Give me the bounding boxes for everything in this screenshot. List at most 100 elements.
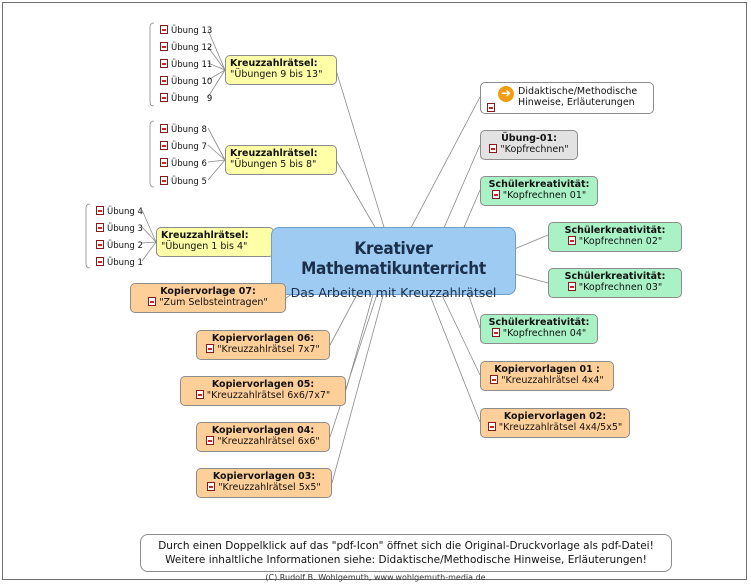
node-kopiervorlagen-01[interactable]: Kopiervorlagen 01 : "Kreuzzahlrätsel 4x4… bbox=[480, 361, 614, 391]
pdf-icon[interactable] bbox=[206, 344, 215, 353]
leaf-label: Übung 3 bbox=[107, 224, 143, 234]
pdf-icon[interactable] bbox=[160, 59, 168, 68]
node-subtitle: "Kopfrechnen" bbox=[500, 144, 569, 155]
node-subtitle: "Kreuzzahlrätsel 6x6" bbox=[217, 436, 320, 447]
pdf-icon[interactable] bbox=[160, 158, 168, 167]
node-title: Kopiervorlage 07: bbox=[160, 286, 256, 297]
leaf-item[interactable]: Übung 1 bbox=[96, 257, 143, 268]
didactic-line1: Didaktische/Methodische bbox=[518, 86, 638, 97]
pdf-icon[interactable] bbox=[487, 422, 496, 431]
node-title: Kopiervorlagen 04: bbox=[211, 425, 315, 436]
didactic-notes-node[interactable]: ➜ Didaktische/Methodische Hinweise, Erlä… bbox=[480, 82, 654, 114]
leaf-label: Übung 11 bbox=[171, 60, 213, 70]
leaf-label: Übung 5 bbox=[171, 177, 207, 187]
pdf-icon[interactable] bbox=[567, 282, 576, 291]
didactic-line2: Hinweise, Erläuterungen bbox=[518, 97, 635, 108]
node-subtitle: "Kreuzzahlrätsel 7x7" bbox=[217, 344, 320, 355]
leaf-item[interactable]: Übung 3 bbox=[96, 223, 143, 234]
info-note-line2: Weitere inhaltliche Informationen siehe:… bbox=[165, 554, 647, 566]
info-note: Durch einen Doppelklick auf das "pdf-Ico… bbox=[140, 534, 672, 572]
copyright-text: (C) Rudolf B. Wohlgemuth, www.wohlgemuth… bbox=[265, 573, 486, 582]
pdf-icon[interactable] bbox=[160, 25, 168, 34]
arrow-right-icon[interactable]: ➜ bbox=[498, 86, 514, 102]
node-kopiervorlage-07[interactable]: Kopiervorlage 07: "Zum Selbsteintragen" bbox=[130, 283, 286, 313]
pdf-icon[interactable] bbox=[491, 328, 500, 337]
node-kopiervorlagen-05[interactable]: Kopiervorlagen 05: "Kreuzzahlrätsel 6x6/… bbox=[180, 376, 346, 406]
group-node-9-13[interactable]: Kreuzzahlrätsel: "Übungen 9 bis 13" bbox=[225, 55, 337, 85]
node-title: Schülerkreativität: bbox=[564, 271, 666, 282]
pdf-icon[interactable] bbox=[489, 144, 498, 153]
leaf-label: Übung 4 bbox=[107, 207, 143, 217]
group-node-5-8[interactable]: Kreuzzahlrätsel: "Übungen 5 bis 8" bbox=[225, 145, 337, 175]
pdf-icon[interactable] bbox=[160, 124, 168, 133]
leaf-item[interactable]: Übung 8 bbox=[160, 124, 207, 135]
leaf-item[interactable]: Übung 11 bbox=[160, 59, 212, 70]
pdf-icon[interactable] bbox=[96, 223, 104, 232]
leaf-label: Übung 6 bbox=[171, 159, 207, 169]
node-subtitle: "Kreuzzahlrätsel 5x5" bbox=[218, 482, 321, 493]
pdf-icon[interactable] bbox=[96, 240, 104, 249]
info-note-line1: Durch einen Doppelklick auf das "pdf-Ico… bbox=[158, 540, 654, 552]
pdf-icon[interactable] bbox=[160, 93, 168, 102]
leaf-label: Übung 2 bbox=[107, 241, 143, 251]
node-title: Übung-01: bbox=[501, 133, 557, 144]
leaf-label: Übung 7 bbox=[171, 142, 207, 152]
node-title: Kopiervorlagen 05: bbox=[211, 379, 315, 390]
node-subtitle: "Übungen 9 bis 13" bbox=[230, 69, 323, 80]
central-topic[interactable]: Kreativer Mathematikunterricht Das Arbei… bbox=[271, 227, 516, 300]
node-kopiervorlagen-03[interactable]: Kopiervorlagen 03: "Kreuzzahlrätsel 5x5" bbox=[196, 468, 332, 498]
leaf-item[interactable]: Übung 6 bbox=[160, 158, 207, 169]
node-subtitle: "Kreuzzahlrätsel 6x6/7x7" bbox=[206, 390, 331, 401]
pdf-icon[interactable] bbox=[206, 436, 215, 445]
central-title: Kreativer Mathematikunterricht bbox=[301, 239, 486, 279]
node-schuelerkreativitaet-04[interactable]: Schülerkreativität: "Kopfrechnen 04" bbox=[480, 314, 598, 344]
pdf-icon[interactable] bbox=[207, 482, 216, 491]
node-title: Kopiervorlagen 02: bbox=[503, 411, 607, 422]
leaf-label: Übung 9 bbox=[171, 94, 213, 104]
node-subtitle: "Kopfrechnen 04" bbox=[502, 328, 587, 339]
pdf-icon[interactable] bbox=[148, 297, 157, 306]
leaf-label: Übung 8 bbox=[171, 125, 207, 135]
pdf-icon[interactable] bbox=[160, 176, 168, 185]
node-schuelerkreativitaet-02[interactable]: Schülerkreativität: "Kopfrechnen 02" bbox=[548, 222, 682, 252]
leaf-item[interactable]: Übung 10 bbox=[160, 76, 212, 87]
node-uebung-01[interactable]: Übung-01: "Kopfrechnen" bbox=[480, 130, 578, 160]
pdf-icon[interactable] bbox=[195, 390, 204, 399]
leaf-item[interactable]: Übung 9 bbox=[160, 93, 212, 104]
node-subtitle: "Übungen 5 bis 8" bbox=[230, 159, 317, 170]
leaf-label: Übung 12 bbox=[171, 43, 213, 53]
node-kopiervorlagen-04[interactable]: Kopiervorlagen 04: "Kreuzzahlrätsel 6x6" bbox=[196, 422, 330, 452]
node-schuelerkreativitaet-01[interactable]: Schülerkreativität: "Kopfrechnen 01" bbox=[480, 176, 598, 206]
leaf-item[interactable]: Übung 12 bbox=[160, 42, 212, 53]
leaf-label: Übung 10 bbox=[171, 77, 213, 87]
node-subtitle: "Kopfrechnen 01" bbox=[502, 190, 587, 201]
node-title: Kopiervorlagen 06: bbox=[211, 333, 315, 344]
central-subtitle: Das Arbeiten mit Kreuzzahlrätsel bbox=[290, 285, 497, 300]
pdf-icon[interactable] bbox=[160, 76, 168, 85]
node-subtitle: "Kopfrechnen 02" bbox=[578, 236, 663, 247]
leaf-item[interactable]: Übung 5 bbox=[160, 176, 207, 187]
pdf-icon[interactable] bbox=[96, 257, 104, 266]
leaf-item[interactable]: Übung 13 bbox=[160, 25, 212, 36]
group-node-1-4[interactable]: Kreuzzahlrätsel: "Übungen 1 bis 4" bbox=[156, 227, 274, 257]
node-title: Kopiervorlagen 01 : bbox=[494, 364, 600, 375]
node-subtitle: "Zum Selbsteintragen" bbox=[159, 297, 268, 308]
leaf-item[interactable]: Übung 4 bbox=[96, 206, 143, 217]
node-schuelerkreativitaet-03[interactable]: Schülerkreativität: "Kopfrechnen 03" bbox=[548, 268, 682, 298]
node-kopiervorlagen-06[interactable]: Kopiervorlagen 06: "Kreuzzahlrätsel 7x7" bbox=[196, 330, 330, 360]
node-subtitle: "Kopfrechnen 03" bbox=[578, 282, 663, 293]
pdf-icon[interactable] bbox=[96, 206, 104, 215]
leaf-item[interactable]: Übung 7 bbox=[160, 141, 207, 152]
leaf-item[interactable]: Übung 2 bbox=[96, 240, 143, 251]
node-kopiervorlagen-02[interactable]: Kopiervorlagen 02: "Kreuzzahlrätsel 4x4/… bbox=[480, 408, 630, 438]
pdf-icon[interactable] bbox=[490, 375, 499, 384]
pdf-icon[interactable] bbox=[160, 42, 168, 51]
pdf-icon[interactable] bbox=[487, 103, 495, 112]
leaf-label: Übung 1 bbox=[107, 258, 143, 268]
pdf-icon[interactable] bbox=[567, 236, 576, 245]
pdf-icon[interactable] bbox=[491, 190, 500, 199]
node-subtitle: "Kreuzzahlrätsel 4x4/5x5" bbox=[498, 422, 623, 433]
pdf-icon[interactable] bbox=[160, 141, 168, 150]
node-title: Kopiervorlagen 03: bbox=[212, 471, 316, 482]
